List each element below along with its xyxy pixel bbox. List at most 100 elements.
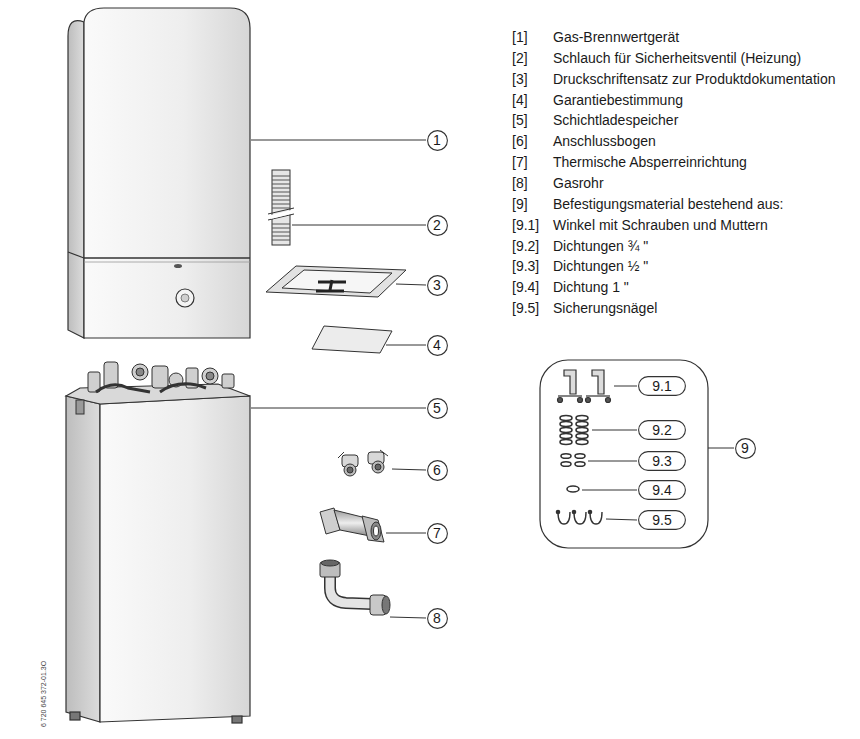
leader-line [606,519,637,520]
drawing-number: 6 720 645 372-01.3O [40,661,48,727]
seal-icon [560,440,572,445]
seal-icon [560,434,572,439]
part-name: Sicherungsnägel [553,300,657,316]
leader-line [386,533,426,534]
seal-icon [561,462,571,467]
part-name: Druckschriftensatz zur Produktdokumentat… [553,71,835,87]
callout-pill [639,511,686,530]
callout-circle [427,275,447,295]
item-number: [9.4] [512,279,539,295]
part-name: Thermische Absperreinrichtung [553,154,747,170]
seal-icon [575,462,585,467]
seal-icon [576,416,588,421]
part-name: Druckschriftensatz zur Produktdokumentat… [553,71,835,87]
bracket-icon [578,398,583,403]
leader-line [708,448,734,449]
item-number: [3] [512,71,528,87]
tank-illustration [152,366,168,388]
item-number: [2] [512,50,528,66]
callout-text: 6 [433,463,441,477]
seal-icon [576,428,588,433]
part-name: Sicherungsnägel [553,300,657,316]
seal-icon [567,486,579,492]
callout-circle [427,335,447,355]
callout-text: 9.1 [652,379,671,393]
fixings-panel [540,360,708,548]
part-name: Garantiebestimmung [553,92,683,108]
bracket-icon [564,370,576,394]
part-name: Winkel mit Schrauben und Muttern [553,217,768,233]
callout-text: 9.3 [652,454,671,468]
seal-icon [576,434,588,439]
item-number: [5] [512,112,528,128]
nail-icon [572,510,575,513]
elbow-illustration [347,467,353,473]
seal-icon [576,440,588,445]
part-name: Gasrohr [553,175,604,191]
tank-illustration [76,400,84,414]
item-number: [3] [512,71,528,87]
callout-pill [639,452,686,471]
sub-callout: 9.2 [638,420,686,440]
callout-pill [639,421,686,440]
part-name: Gasrohr [553,175,604,191]
boiler-illustration [84,257,250,259]
sub-callout: 9.4 [638,480,686,500]
item-number: [8] [512,175,528,191]
warranty-illustration [312,326,392,353]
leader-line [614,386,637,387]
callout-text: 2 [433,218,441,232]
leader-line [251,408,426,409]
callout-text: 7 [433,526,441,540]
documents-illustration [282,270,392,293]
tank-illustration [232,716,242,723]
boiler-illustration [68,21,84,338]
item-number: [9.3] [512,258,539,274]
item-number: [9.5] [512,300,539,316]
nail-icon [556,510,602,524]
tank-illustration [206,372,214,380]
part-name: Dichtung 1 " [553,279,629,295]
boiler-illustration [68,252,84,258]
tank-illustration [100,396,250,722]
item-number: [6] [512,133,528,149]
leader-line [592,430,637,431]
part-name: Anschlussbogen [553,133,656,149]
gas-pipe-illustration [382,596,390,614]
seal-icon [575,454,585,459]
part-name: Anschlussbogen [553,133,656,149]
callout-number: 6 [427,460,448,481]
callout-circle [735,438,755,458]
callout-text: 9.4 [652,483,671,497]
tank-illustration [222,374,234,388]
documents-illustration [316,280,346,291]
part-name: Gas-Brennwertgerät [553,29,679,45]
boiler-illustration [176,289,194,307]
gas-pipe-illustration [330,575,372,604]
bracket-icon [606,398,611,403]
item-number: [2] [512,50,528,66]
seal-icon [560,422,572,427]
sub-callout: 9.3 [638,451,686,471]
seal-icon [560,416,572,421]
item-number: [1] [512,29,528,45]
callout-number: 3 [427,275,448,296]
tank-illustration [66,362,250,723]
tank-illustration [96,385,150,392]
boiler-illustration [181,294,189,302]
sub-callout: 9.1 [638,376,686,396]
shutoff-illustration [371,522,381,540]
elbow-illustration [375,464,381,470]
callout-text: 5 [433,401,441,415]
part-name: Dichtungen ¾ " [553,238,648,254]
gas-pipe-illustration [321,560,339,566]
warranty-illustration [312,326,392,353]
bracket-icon [558,398,563,403]
item-number: [9.1] [512,217,539,233]
tank-illustration [70,712,80,720]
callout-text: 1 [433,133,441,147]
gas-pipe-illustration [320,560,390,615]
callout-circle [427,215,447,235]
nail-icon [590,512,602,524]
